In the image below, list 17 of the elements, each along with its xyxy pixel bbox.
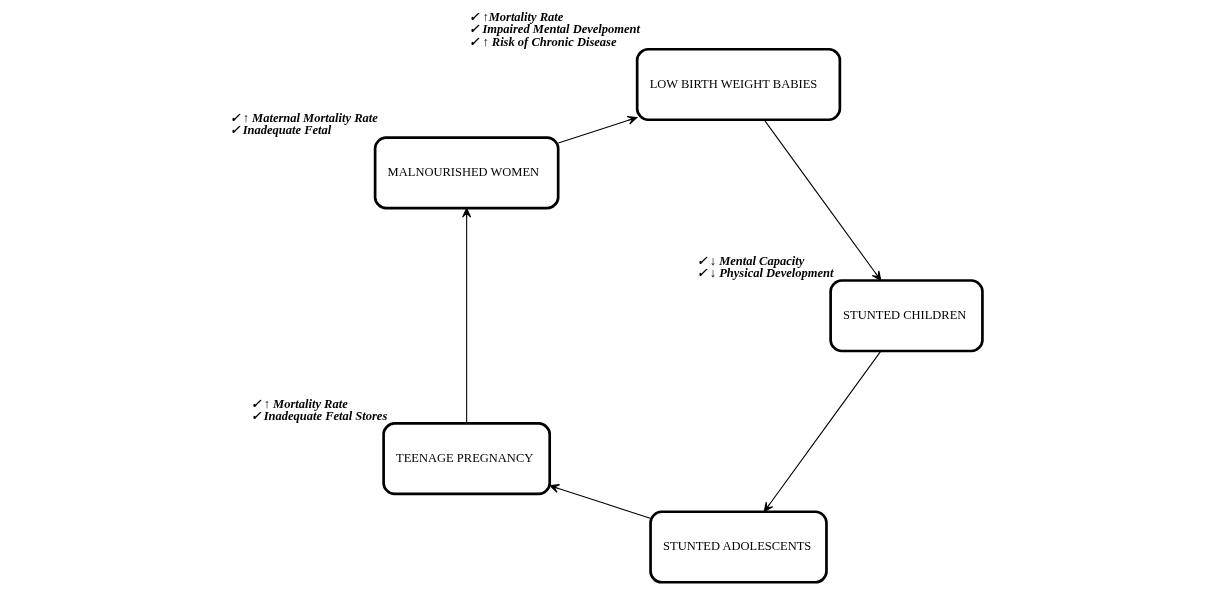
node-label: ✓ Inadequate Fetal Stores xyxy=(250,409,387,424)
node-label: ✓ ↓ Mental Capacity xyxy=(696,253,804,268)
node-box: STUNTED ADOLESCENTS xyxy=(648,510,828,584)
node-label: ✓ ↑ Maternal Mortality Rate xyxy=(229,110,378,125)
node-box: STUNTED CHILDREN xyxy=(828,279,984,353)
node-box: MALNOURISHED WOMEN xyxy=(373,136,559,210)
node-label: ✓ ↑ Mortality Rate xyxy=(250,396,348,411)
node-box: TEENAGE PREGNANCY xyxy=(381,422,551,496)
arrow xyxy=(548,484,651,519)
arrow xyxy=(557,115,637,144)
arrow xyxy=(461,207,471,424)
node-label: ✓ ↓ Physical Development xyxy=(696,266,833,281)
arrow xyxy=(763,119,881,281)
arrow xyxy=(763,350,881,513)
node-box: LOW BIRTH WEIGHT BABIES xyxy=(635,47,841,122)
node-label: ✓ ↑Mortality Rate xyxy=(468,9,563,24)
node-label: ✓ Inadequate Fetal xyxy=(229,123,331,138)
